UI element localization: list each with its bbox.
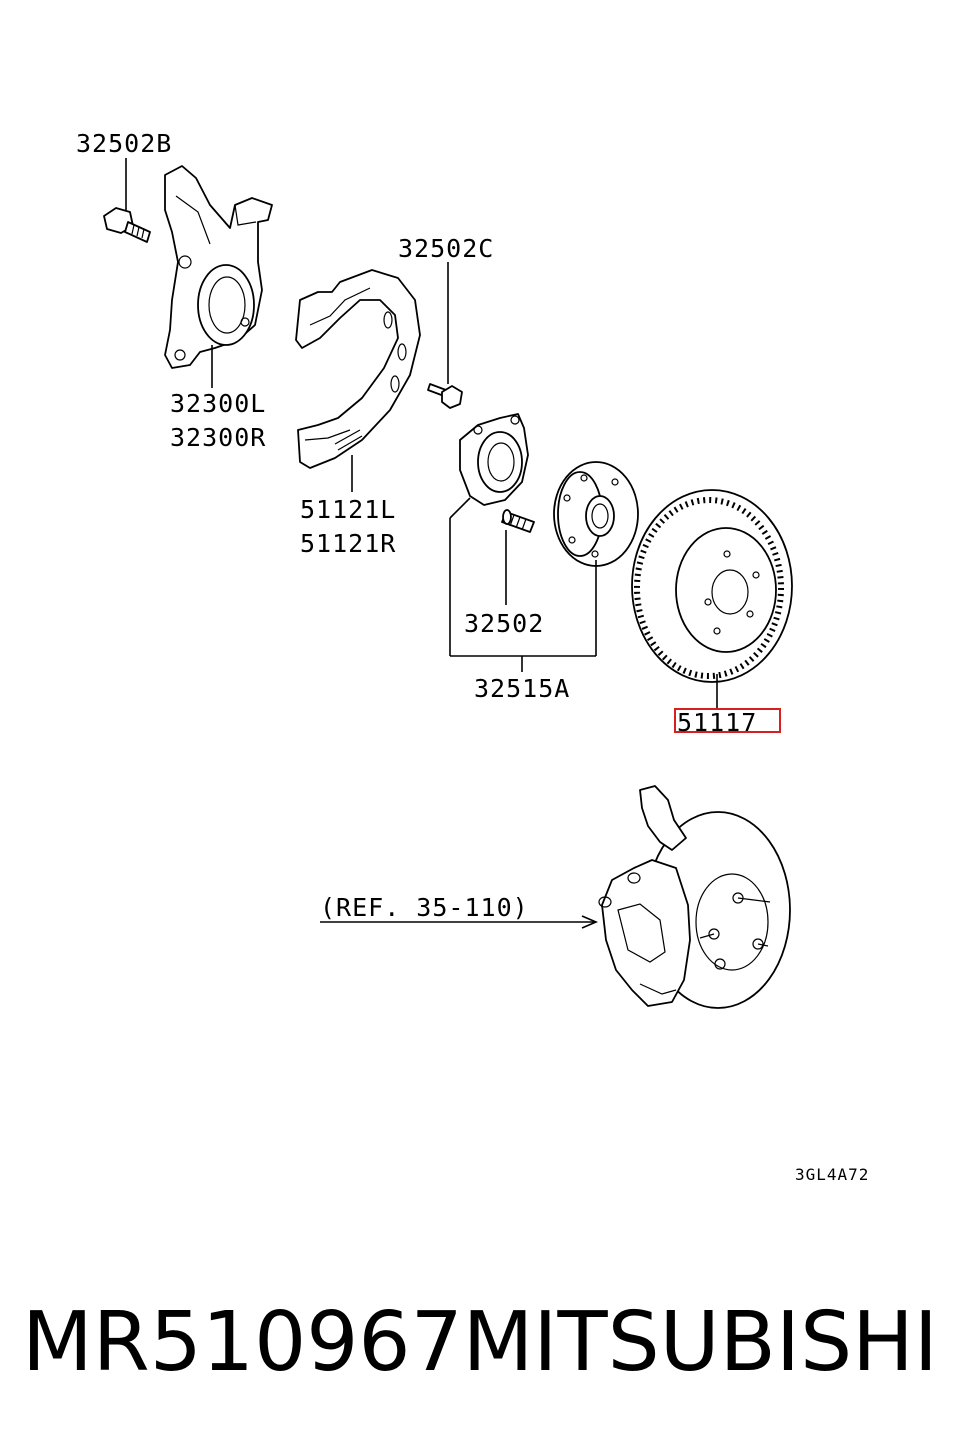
reference-label: (REF. 35-110) (320, 893, 529, 922)
diagram-code: 3GL4A72 (795, 1165, 869, 1184)
label-51117: 51117 (677, 708, 757, 737)
knuckle-bolt-drawing (103, 158, 151, 243)
label-32502B: 32502B (76, 129, 172, 158)
label-32515A: 32515A (474, 674, 570, 703)
caption-bar: MR510967 MITSUBISHI (0, 1288, 960, 1398)
brake-disc-drawing (631, 489, 793, 708)
brand-text: MITSUBISHI (462, 1295, 938, 1390)
label-51121L: 51121L (300, 495, 396, 524)
hub-bolt-drawing (501, 509, 535, 605)
label-32502: 32502 (464, 609, 544, 638)
disc-highlight-box (674, 708, 781, 733)
hub-flange-drawing (553, 461, 639, 567)
bearing-bolt-drawing (427, 262, 463, 409)
part-number-text: MR510967 (22, 1295, 463, 1390)
label-51121R: 51121R (300, 529, 396, 558)
exploded-parts-diagram: 32502B 32300L 32300R 51121L 51121R 32502… (76, 129, 869, 1184)
hub-bearing-drawing (459, 413, 529, 506)
steering-knuckle-drawing (164, 165, 273, 388)
assembled-brake-drawing (598, 785, 791, 1009)
label-32300R: 32300R (170, 423, 266, 452)
hub-assembly-bracket (449, 497, 597, 672)
label-32300L: 32300L (170, 389, 266, 418)
label-32502C: 32502C (398, 234, 494, 263)
reference-arrow (320, 915, 599, 929)
dust-shield-drawing (295, 269, 421, 492)
